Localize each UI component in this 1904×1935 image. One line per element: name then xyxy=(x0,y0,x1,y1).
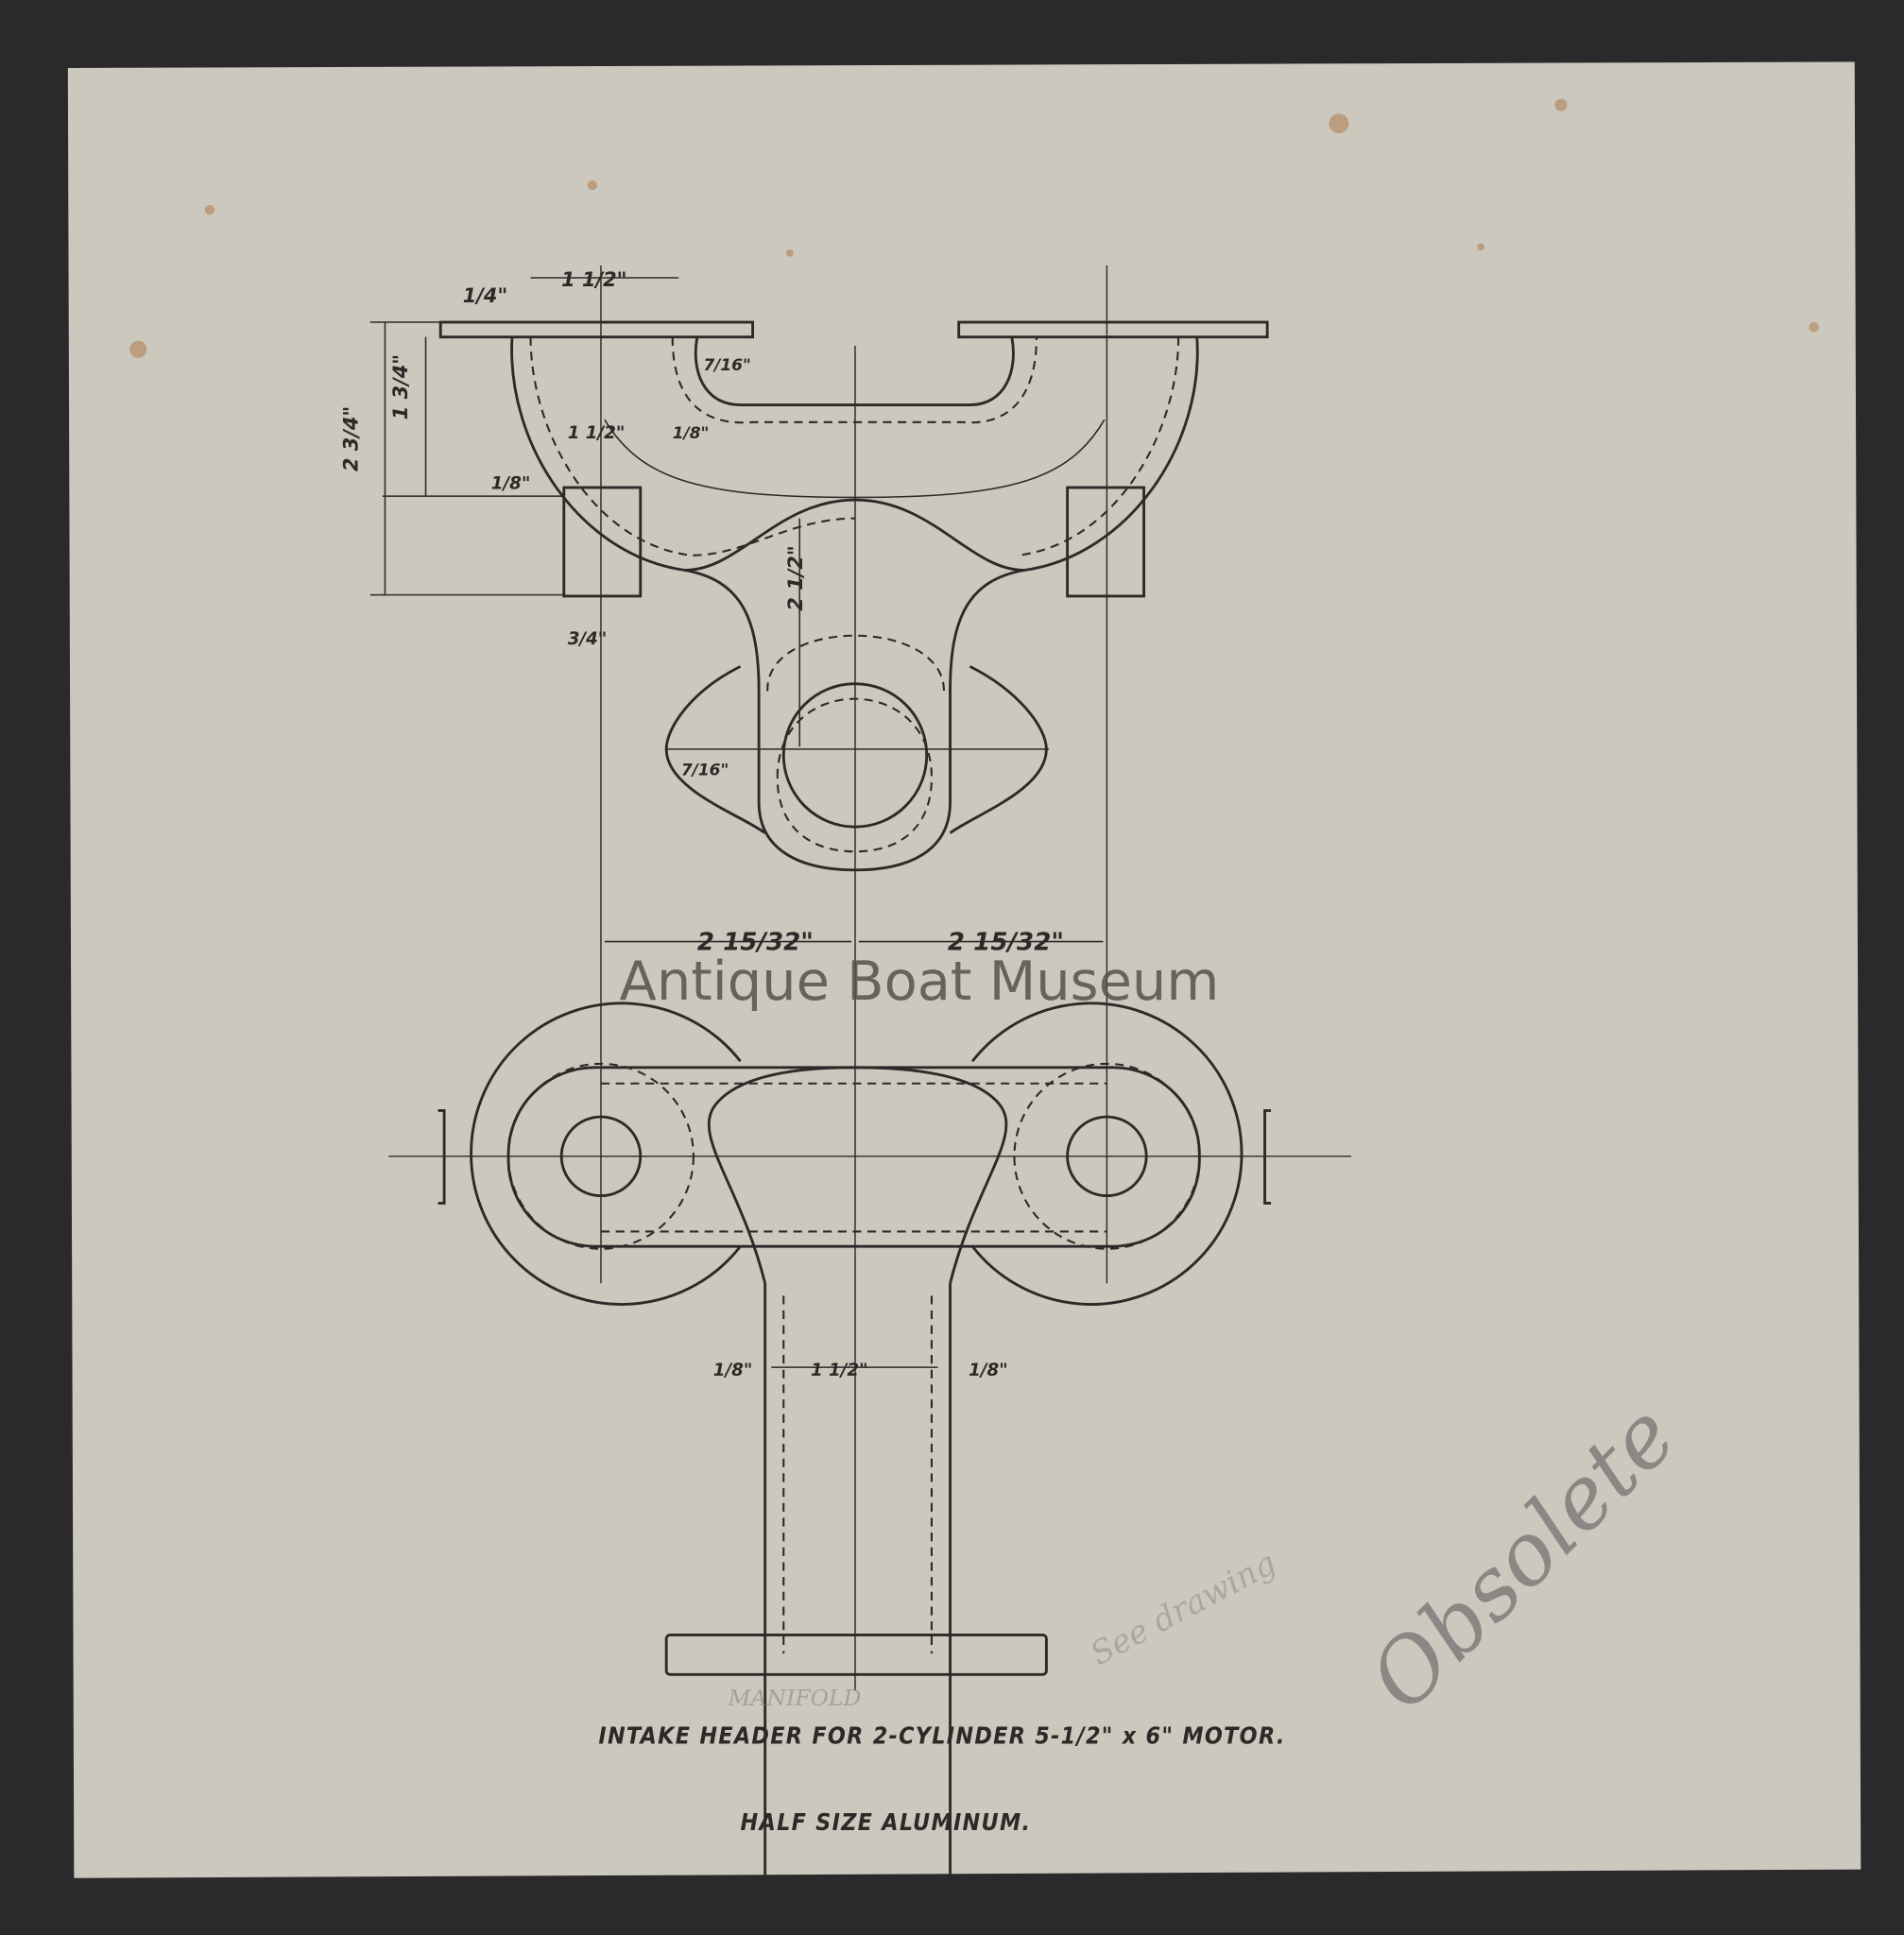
dim-flange-radius: 7/16" xyxy=(681,761,729,779)
dim-pipe-bore: 1 1/2" xyxy=(811,1361,868,1380)
dim-center-right: 2 15/32" xyxy=(948,929,1064,957)
drawing-subtitle: HALF SIZE ALUMINUM. xyxy=(741,1808,1032,1836)
dim-wall-outer: 1/8" xyxy=(491,473,531,493)
paper-sheet xyxy=(67,61,1861,1878)
dim-overall-height: 2 3/4" xyxy=(340,406,363,471)
dim-fillet: 7/16" xyxy=(703,356,750,375)
dim-pipe-wall-right: 1/8" xyxy=(969,1361,1008,1380)
dim-wall-inner: 1/8" xyxy=(673,424,710,443)
base-flange xyxy=(664,1634,1048,1676)
top-view xyxy=(438,320,1269,872)
dim-flange-width: 1 1/2" xyxy=(561,268,626,291)
dim-flange-thickness: 1/4" xyxy=(463,284,508,307)
drawing-title: INTAKE HEADER FOR 2-CYLINDER 5-1/2" x 6"… xyxy=(598,1721,1285,1749)
dim-bore: 1 1/2" xyxy=(568,423,626,443)
dim-boss-width: 3/4" xyxy=(568,629,608,649)
stains xyxy=(129,98,1819,358)
pencil-label: MANIFOLD xyxy=(727,1685,861,1711)
dim-pipe-wall-left: 1/8" xyxy=(713,1361,753,1380)
dim-inner-height: 1 3/4" xyxy=(389,354,412,420)
center-lines xyxy=(388,265,1351,1691)
watermark: Antique Boat Museum xyxy=(620,950,1220,1013)
dim-center-left: 2 15/32" xyxy=(697,929,814,957)
dim-branch-drop: 2 1/2" xyxy=(784,545,807,610)
dimension-labels: 1/4" 1 1/2" 2 3/4" 1 3/4" 1/8" 1 1/2" 7/… xyxy=(340,268,1064,1380)
plan-view xyxy=(437,1002,1272,1923)
dimension-lines xyxy=(369,277,1104,1368)
